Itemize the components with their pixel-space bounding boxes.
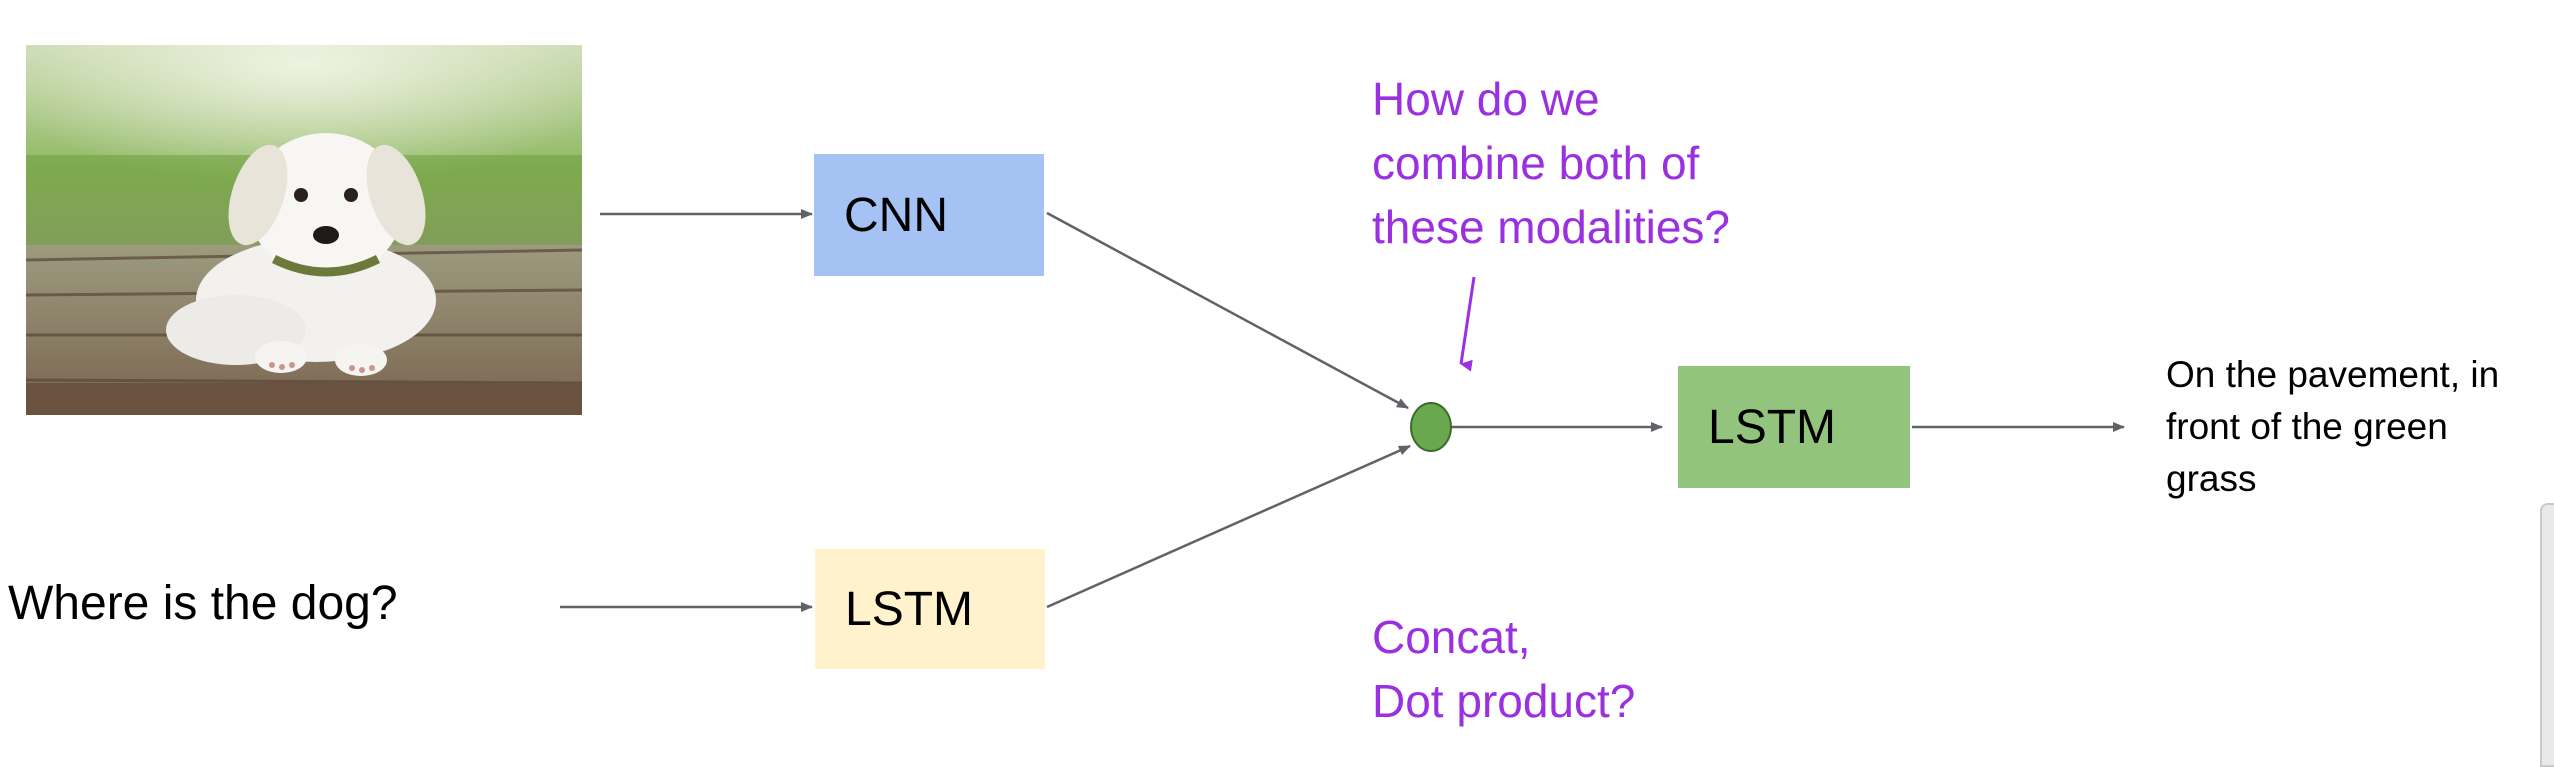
lstm-to-combine-arrow [1046, 444, 1411, 609]
dog-photo [26, 45, 582, 415]
annotation-line: combine both of [1372, 137, 1700, 189]
combine-node [1410, 402, 1452, 452]
combine-options-annotation: Concat, Dot product? [1372, 605, 1635, 733]
annotation-line: Concat, [1372, 611, 1531, 663]
cnn-to-combine-arrow [1046, 211, 1409, 410]
answer-line: grass [2166, 458, 2257, 499]
cnn-label: CNN [844, 188, 948, 242]
dog-image [26, 45, 582, 415]
question-lstm-box: LSTM [815, 549, 1045, 669]
output-lstm-box: LSTM [1678, 366, 1910, 488]
annotation-line: these modalities? [1372, 201, 1730, 253]
annotation-line: How do we [1372, 73, 1600, 125]
question-text: Where is the dog? [8, 577, 398, 630]
question-lstm-label: LSTM [845, 582, 974, 636]
cnn-box: CNN [814, 154, 1044, 276]
combine-question-annotation: How do we combine both of these modaliti… [1372, 67, 1730, 259]
annotation-line: Dot product? [1372, 675, 1636, 727]
diagram-connectors [560, 209, 2125, 612]
answer-text: On the pavement, in front of the green g… [2166, 349, 2554, 505]
edge-thumbnail-panel[interactable] [2540, 503, 2554, 767]
annotation-pointer-arrow [1459, 276, 1476, 372]
output-lstm-label: LSTM [1708, 400, 1837, 454]
answer-line: front of the green [2166, 406, 2448, 447]
answer-line: On the pavement, in [2166, 354, 2500, 395]
